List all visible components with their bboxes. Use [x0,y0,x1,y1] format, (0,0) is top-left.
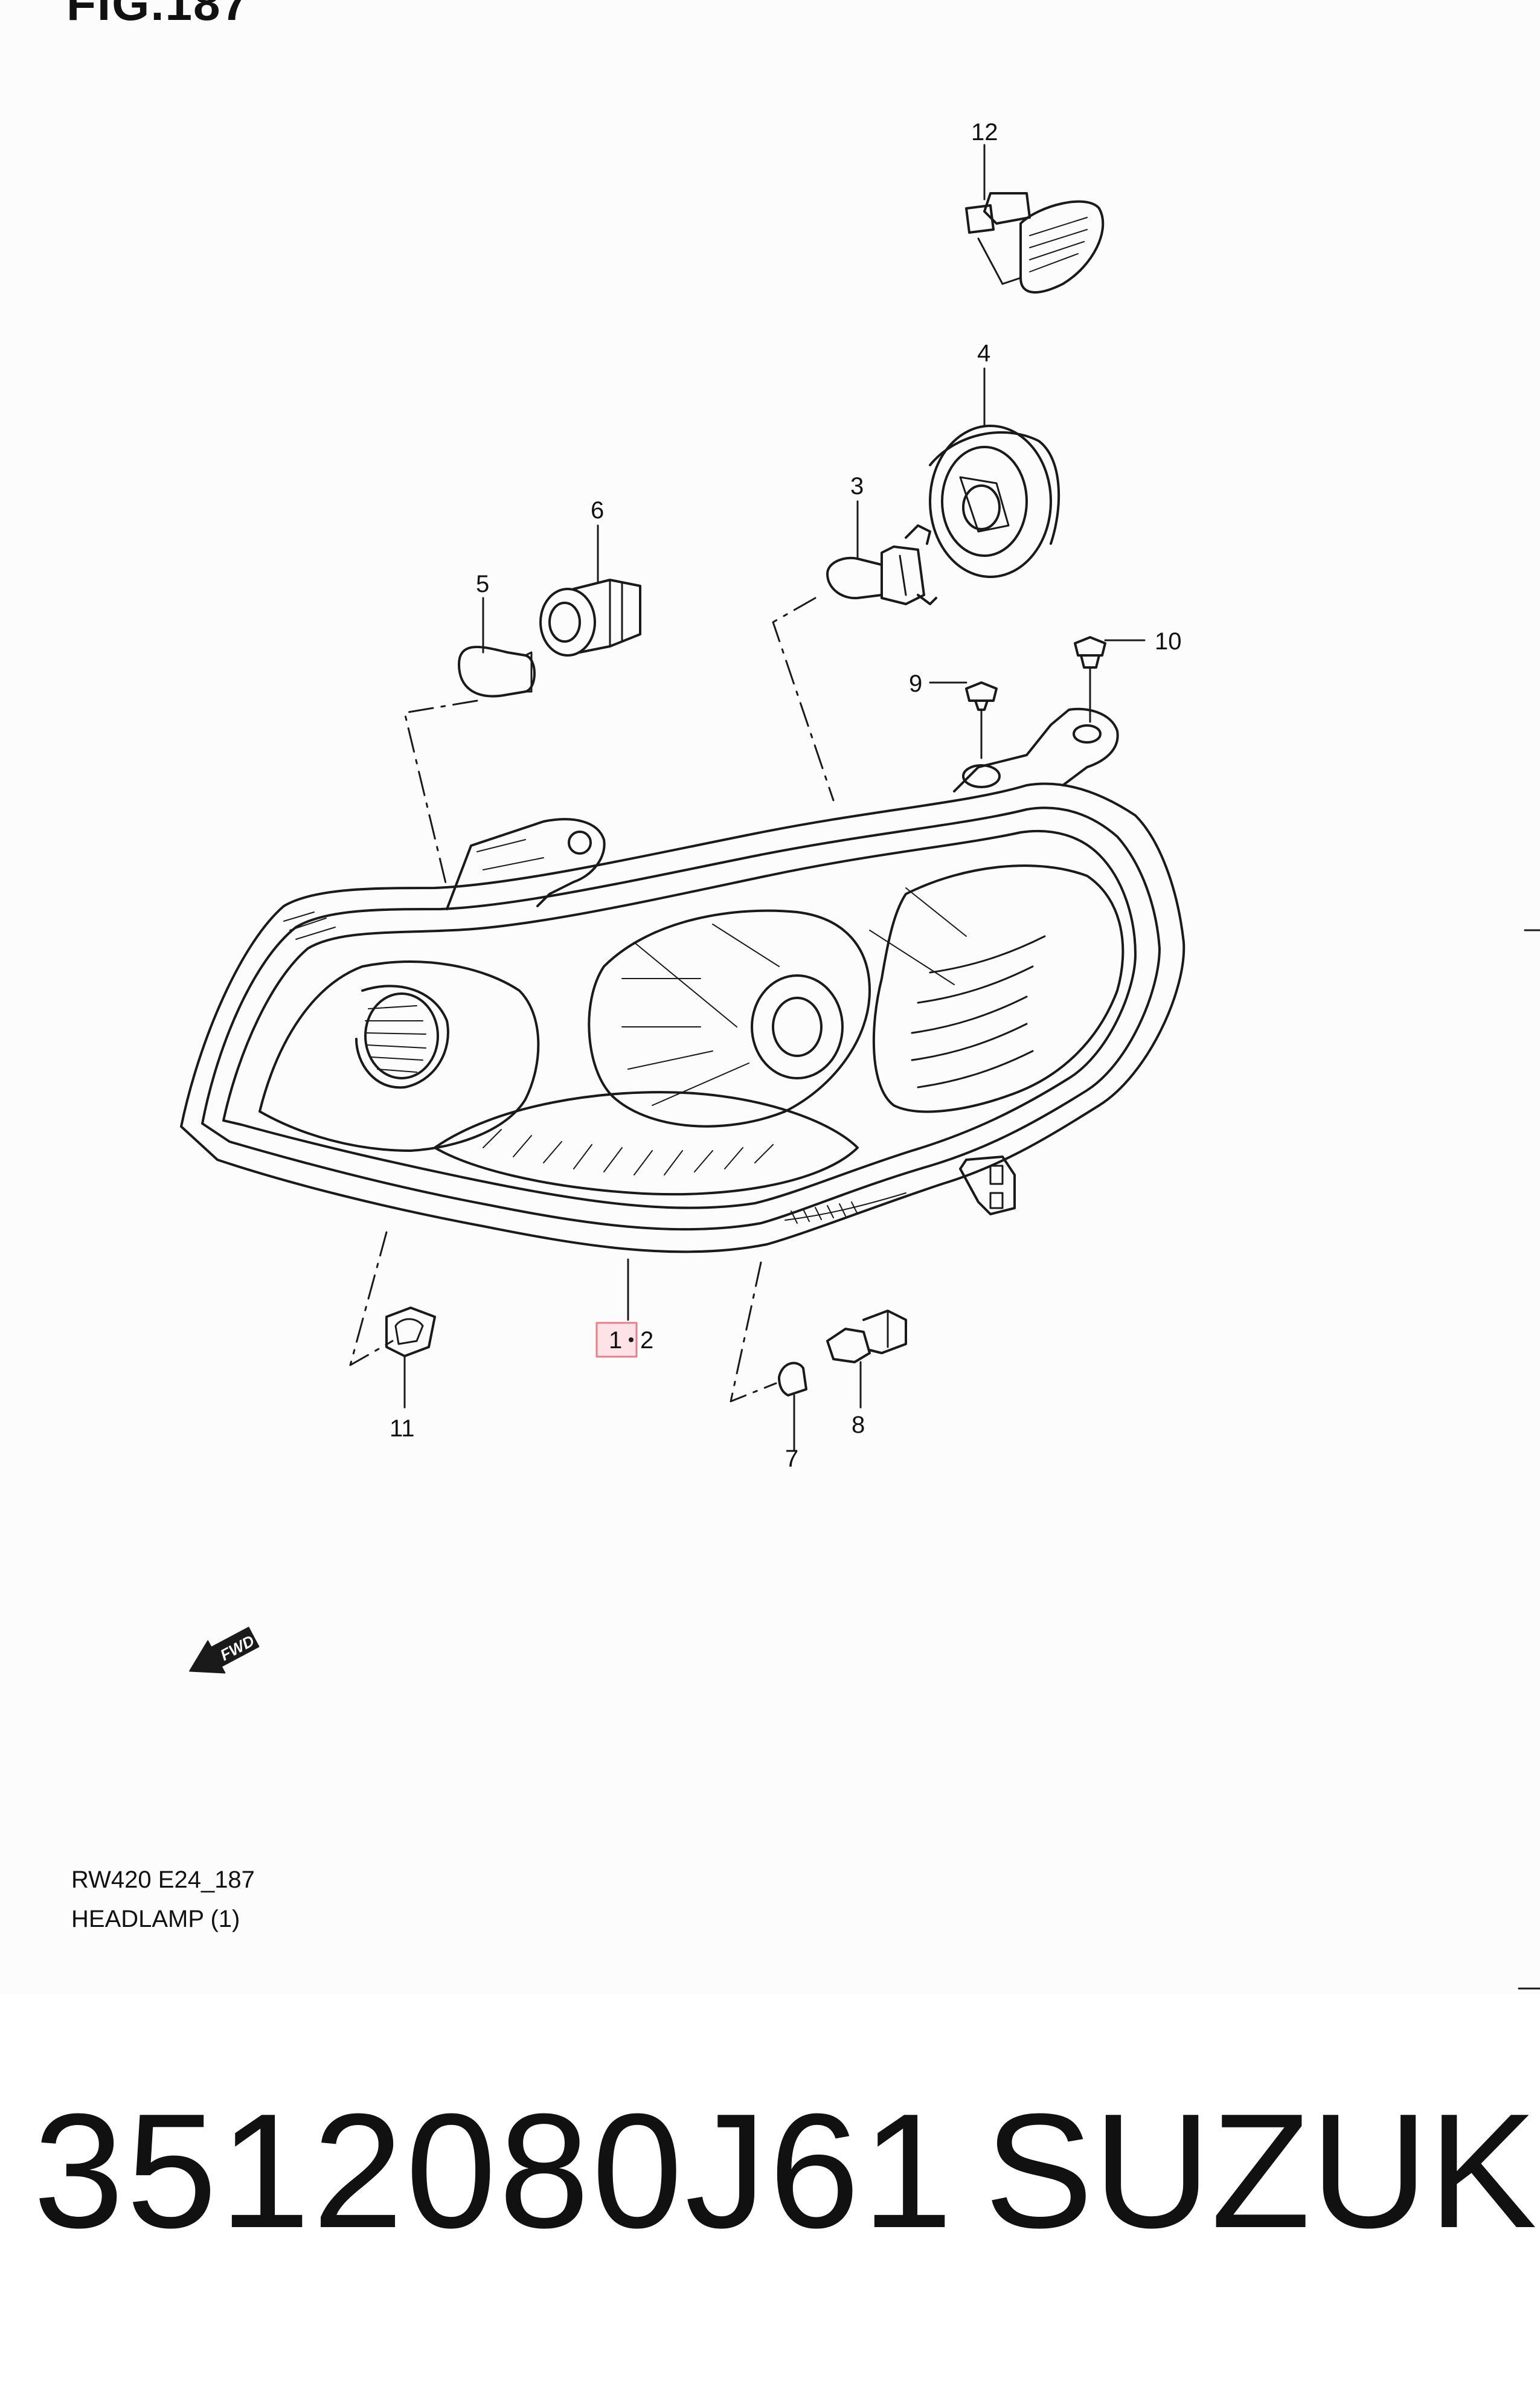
callout-separator-dot [629,1337,634,1342]
callout-5: 5 [476,571,489,597]
footer-band [0,1993,1540,2392]
small-bulb-7 [778,1362,807,1397]
brand-name: SUZUKI [984,2080,1540,2262]
leader-lines [349,144,1146,1451]
position-socket [385,1307,436,1357]
screw-9 [965,681,998,711]
headlamp-housing [180,707,1185,1253]
callout-3: 3 [850,473,864,500]
callout-1: 1 [609,1327,622,1354]
exploded-view: 12 4 3 6 5 9 10 1 2 11 7 8 FWD [180,119,1540,1990]
figure-name: HEADLAMP (1) [71,1906,240,1932]
part-number: 3512080J61 [33,2080,955,2262]
callout-6: 6 [591,497,604,524]
callout-7: 7 [785,1445,798,1472]
clip-10 [1074,636,1106,669]
callout-12: 12 [971,119,998,146]
bulb-cap [929,425,1060,578]
fwd-arrow-icon: FWD [189,1627,260,1674]
bulb-socket [539,579,641,657]
turn-bulb [458,646,536,698]
callout-9: 9 [909,670,922,697]
socket-8 [826,1310,907,1363]
callout-11: 11 [390,1415,415,1442]
callout-8: 8 [852,1412,865,1438]
figure-reference: RW420 E24_187 [71,1866,255,1893]
callout-numbers: 12 4 3 6 5 9 10 1 2 11 7 8 [390,119,1182,1472]
halogen-bulb [826,524,937,605]
callout-4: 4 [977,340,990,367]
figure-title: FIG.187 [66,0,250,30]
parts-diagram: FIG.187 [66,0,1540,1990]
side-marker-lamp [965,192,1105,294]
callout-10: 10 [1155,628,1182,655]
callout-2: 2 [640,1327,653,1354]
